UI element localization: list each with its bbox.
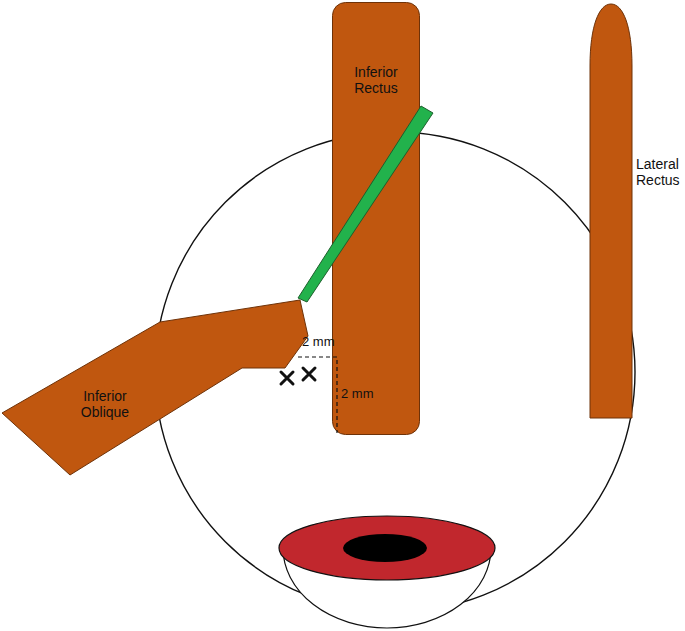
muscle-shape: Inferior Oblique	[0, 298, 310, 476]
shape-outline	[590, 4, 632, 418]
pupil	[343, 534, 427, 562]
muscle-outline	[333, 3, 420, 435]
dimension-label: 2 mm	[341, 386, 374, 401]
muscle-outline	[590, 4, 632, 418]
dimension-label: 2 mm	[302, 334, 335, 349]
shape-outline	[0, 298, 310, 476]
suture-mark	[303, 368, 315, 380]
measurement-lines	[298, 357, 337, 433]
muscle-outline	[2, 300, 308, 475]
suture-marks	[281, 368, 315, 384]
muscle-name: Inferior Oblique	[64, 388, 146, 420]
muscle-name: Lateral Rectus	[636, 156, 684, 188]
muscle-box: Inferior Rectus	[332, 2, 420, 435]
muscle-shape: Lateral Rectus	[590, 4, 632, 418]
iris	[279, 516, 495, 580]
anterior-fibres-band	[298, 106, 433, 302]
muscle-name: Inferior Rectus	[346, 64, 406, 96]
suture-mark	[281, 372, 293, 384]
